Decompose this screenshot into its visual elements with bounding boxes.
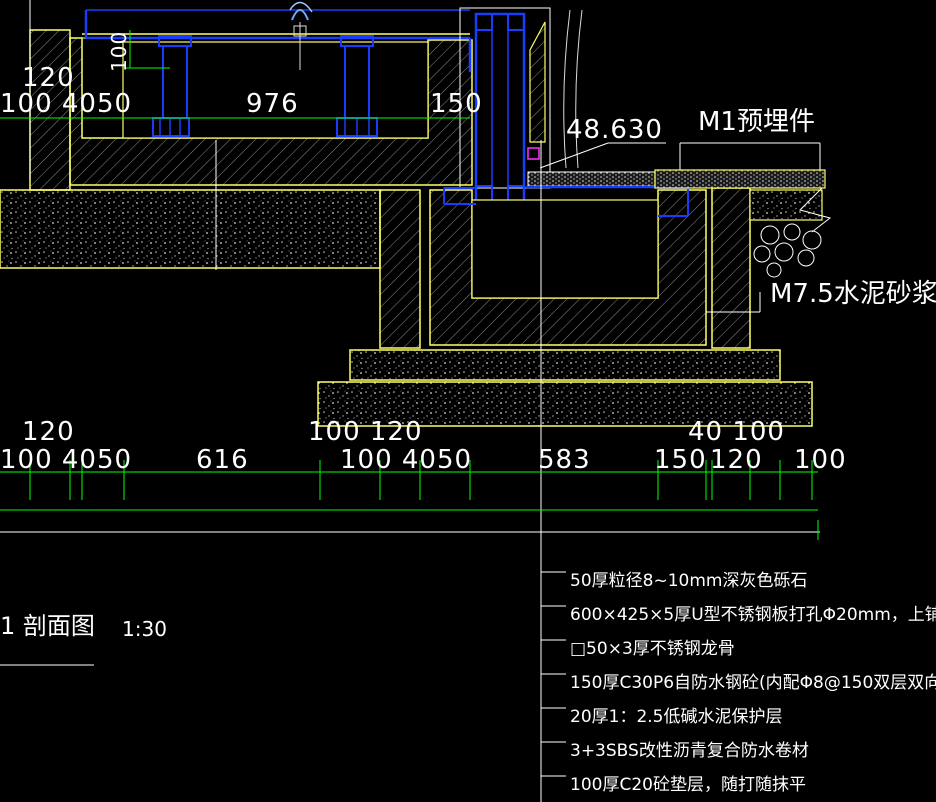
dim-b2-c: 100 4050	[340, 445, 472, 475]
dim-top-100-vertical: 100	[107, 31, 131, 72]
note-6: 3+3SBS改性沥青复合防水卷材	[570, 741, 809, 761]
dim-top-100-4050: 100 4050	[0, 89, 132, 119]
right-pavement	[654, 169, 832, 278]
dimension-lines	[0, 30, 819, 540]
rubble-fill	[753, 223, 822, 278]
steel-top-channel	[84, 10, 472, 72]
note-7: 100厚C20砼垫层，随打随抹平	[570, 775, 806, 795]
dim-b1-b: 100 120	[308, 417, 423, 447]
fountain-nozzle	[289, 1, 313, 70]
note-5: 20厚1：2.5低碱水泥保护层	[570, 707, 782, 727]
base-slab-left	[0, 189, 381, 269]
foundation-lower	[317, 381, 813, 427]
dim-top-976: 976	[246, 89, 299, 119]
wall-left	[29, 29, 71, 191]
elevation-label: 48.630	[566, 115, 663, 145]
note-leaders	[541, 571, 566, 777]
note-2: 600×425×5厚U型不锈钢板打孔Φ20mm，上铺	[570, 605, 936, 625]
steel-column	[474, 12, 526, 204]
dim-b2-a: 100 4050	[0, 445, 132, 475]
dim-b1-c: 40 100	[688, 417, 785, 447]
dim-b2-d: 583	[538, 445, 591, 475]
foundation-upper	[349, 349, 781, 381]
brick-wall-right	[711, 187, 751, 349]
dim-b2-b: 616	[196, 445, 249, 475]
dim-top-120: 120	[22, 63, 75, 93]
dim-b1-a: 120	[22, 417, 75, 447]
section-scale: 1:30	[122, 617, 167, 641]
mortar-label: M7.5水泥砂浆砖	[770, 279, 936, 309]
note-4: 150厚C30P6自防水钢砼(内配Φ8@150双层双向	[570, 673, 936, 693]
dim-b2-g: 100	[794, 445, 847, 475]
dim-top-150: 150	[430, 89, 483, 119]
note-3: □50×3厚不锈钢龙骨	[570, 639, 735, 659]
note-1: 50厚粒径8~10mm深灰色砾石	[570, 571, 807, 591]
dim-b2-e: 150	[654, 445, 707, 475]
section-title: 1 剖面图	[0, 612, 95, 640]
gravel-grate	[527, 171, 659, 187]
m1-embed-label: M1预埋件	[698, 107, 815, 137]
reference-lines	[0, 0, 821, 802]
dim-b2-f: 120	[710, 445, 763, 475]
embed-marker	[527, 147, 540, 160]
basin-shell	[69, 37, 473, 186]
brick-wall-left	[379, 189, 421, 349]
drain-section	[317, 7, 813, 427]
